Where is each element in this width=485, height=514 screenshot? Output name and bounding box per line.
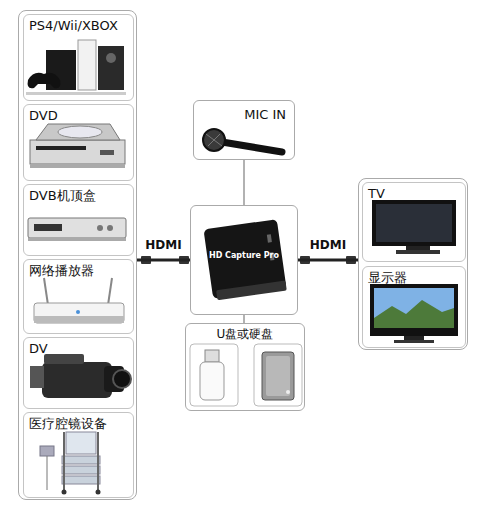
hdmi-cable (137, 259, 190, 262)
node-label: 显示器 (368, 270, 407, 286)
storage-box: U盘或硬盘 (185, 323, 305, 411)
node-label: 医疗腔镜设备 (29, 416, 107, 432)
node-label: PS4/Wii/XBOX (29, 18, 118, 34)
tv-picture (372, 200, 456, 254)
endoscopy-cart-picture (40, 432, 101, 495)
hdmi-cable (298, 259, 358, 262)
set-top-box-picture (28, 218, 126, 241)
device-box: 网络播放器 (23, 259, 134, 334)
connector-line (243, 160, 245, 205)
node-label: DV (29, 341, 48, 357)
capture-box: HD Capture Pro (190, 205, 298, 315)
cable-label: HDMI (143, 238, 183, 252)
usb-drive-picture (200, 350, 224, 400)
hdd-frame (254, 344, 302, 406)
device-box: DVB机顶盒 (23, 184, 134, 256)
network-player-picture (34, 278, 124, 323)
device-box: TV (362, 182, 466, 262)
node-label: DVB机顶盒 (29, 188, 96, 204)
camcorder-picture (30, 354, 131, 398)
display-panel: TV 显示器 (358, 178, 468, 350)
device-box: DV (23, 337, 134, 409)
node-label: TV (368, 186, 385, 202)
device-box: DVD (23, 104, 134, 181)
usb-frame (190, 344, 238, 406)
node-label: MIC IN (244, 107, 286, 123)
dvd-player-picture (30, 124, 125, 168)
microphone-picture (203, 129, 282, 152)
node-label: U盘或硬盘 (215, 327, 276, 341)
node-label: HD Capture Pro (209, 251, 279, 261)
connector-line (243, 315, 245, 323)
device-box: 医疗腔镜设备 (23, 412, 134, 498)
capture-device-picture (203, 219, 286, 300)
node-label: 网络播放器 (29, 263, 94, 279)
cable-label: HDMI (308, 238, 348, 252)
mic-box: MIC IN (193, 100, 295, 160)
console-picture (26, 40, 126, 95)
node-label: DVD (29, 108, 58, 124)
device-box: 显示器 (362, 266, 466, 348)
hard-disk-picture (262, 352, 294, 400)
device-box: PS4/Wii/XBOX (23, 14, 134, 101)
monitor-picture (370, 284, 458, 343)
source-panel: PS4/Wii/XBOX DVD DVB机顶盒网络播放器 DV 医疗腔镜设备 (18, 10, 137, 500)
